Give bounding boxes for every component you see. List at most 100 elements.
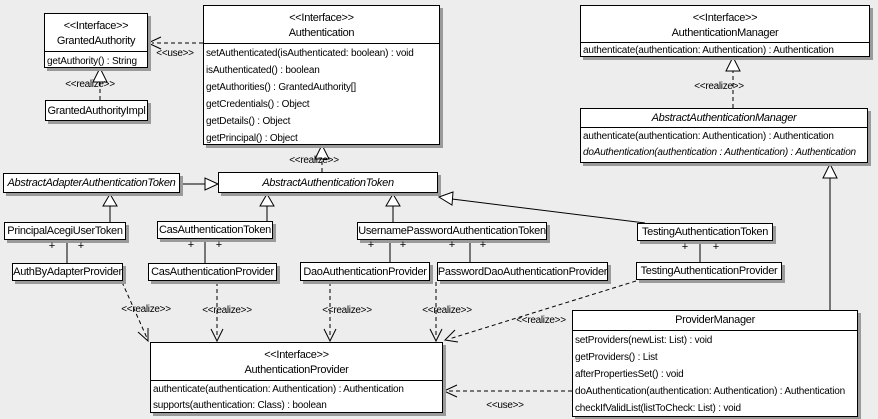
association-end-plus: + xyxy=(479,239,487,251)
realize-label: <<realize>> xyxy=(65,79,115,90)
realize-label: <<realize>> xyxy=(289,155,339,166)
stereotype-label: <<Interface>> xyxy=(264,349,329,361)
class-auth-by-adapter-provider[interactable]: AuthByAdapterProvider xyxy=(12,263,123,281)
class-name: CasAuthenticationProvider xyxy=(151,266,274,278)
realize-label: <<realize>> xyxy=(694,81,744,92)
realization-abstract-token-authentication xyxy=(314,143,330,172)
realization-auth-by-adapter-provider xyxy=(121,281,149,343)
class-authentication-provider[interactable]: <<Interface>> AuthenticationProvider aut… xyxy=(150,342,443,413)
class-name: ProviderManager xyxy=(675,314,755,326)
generalization-adapter-token-to-abstract-token xyxy=(180,177,220,191)
class-name: Authentication xyxy=(288,27,355,39)
stereotype-label: <<Interface>> xyxy=(63,20,129,32)
class-principal-acegi-user-token[interactable]: PrincipalAcegiUserToken xyxy=(4,222,126,240)
class-header: <<Interface>> GrantedAuthority xyxy=(45,14,147,51)
class-authentication[interactable]: <<Interface>> Authentication setAuthenti… xyxy=(203,5,440,145)
method: setAuthenticated(isAuthenticated: boolea… xyxy=(206,48,414,59)
class-name: TestingAuthenticationToken xyxy=(641,226,769,238)
class-name: GrantedAuthority xyxy=(56,35,136,47)
class-cas-authentication-token[interactable]: CasAuthenticationToken xyxy=(157,221,273,239)
method: doAuthentication(authentication: Authent… xyxy=(575,386,845,397)
use-label: <<use>> xyxy=(156,48,194,59)
method: getAuthorities() : GrantedAuthority[] xyxy=(206,82,356,93)
method: getAuthority() : String xyxy=(47,56,137,67)
method-compartment: authenticate(authentication: Authenticat… xyxy=(581,127,867,161)
class-provider-manager[interactable]: ProviderManager setProviders(newList: Li… xyxy=(572,310,858,417)
class-header: <<Interface>> Authentication xyxy=(204,6,439,43)
method: isAuthenticated() : boolean xyxy=(206,65,320,76)
realize-label: <<realize>> xyxy=(322,305,372,316)
class-name: TestingAuthenticationProvider xyxy=(640,265,778,277)
class-name: AuthByAdapterProvider xyxy=(13,266,122,278)
dependency-provider-manager-use-authentication-provider xyxy=(442,384,572,398)
realization-testing-authentication-provider xyxy=(443,280,637,343)
realize-label: <<realize>> xyxy=(202,305,252,316)
association-end-plus: + xyxy=(367,239,375,251)
class-name: DaoAuthenticationProvider xyxy=(303,265,427,278)
stereotype-label: <<Interface>> xyxy=(289,12,354,24)
realization-granted-authority-impl xyxy=(92,66,108,100)
association-end-plus: + xyxy=(448,239,456,251)
stereotype-label: <<Interface>> xyxy=(692,12,758,24)
association-end-plus: + xyxy=(48,240,56,252)
association-end-plus: + xyxy=(77,240,85,252)
generalization-provider-manager xyxy=(822,162,838,310)
class-name: UsernamePasswordAuthenticationToken xyxy=(358,225,546,237)
class-name: GrantedAuthorityImpl xyxy=(47,104,146,117)
class-testing-authentication-token[interactable]: TestingAuthenticationToken xyxy=(637,223,773,241)
method-compartment: authenticate(authentication: Authenticat… xyxy=(581,42,869,56)
realize-label: <<realize>> xyxy=(422,305,472,316)
association-end-plus: + xyxy=(187,239,195,251)
class-password-dao-authentication-provider[interactable]: PasswordDaoAuthenticationProvider xyxy=(437,262,608,281)
class-cas-authentication-provider[interactable]: CasAuthenticationProvider xyxy=(148,263,277,281)
class-name: PrincipalAcegiUserToken xyxy=(7,225,123,237)
class-name: AbstractAuthenticationManager xyxy=(651,112,797,124)
generalization-principal-token xyxy=(102,193,118,222)
association-end-plus: + xyxy=(215,239,223,251)
method: getProviders() : List xyxy=(575,352,658,363)
realization-password-dao-authentication-provider xyxy=(429,282,443,343)
method: getDetails() : Object xyxy=(206,116,291,127)
class-abstract-adapter-authentication-token[interactable]: AbstractAdapterAuthenticationToken xyxy=(3,173,180,193)
association-end-plus: + xyxy=(712,241,720,253)
class-header: <<Interface>> AuthenticationManager xyxy=(581,6,869,42)
method: authenticate(authentication: Authenticat… xyxy=(583,45,834,56)
class-name: AuthenticationManager xyxy=(671,27,779,39)
class-name: AbstractAuthenticationToken xyxy=(262,176,394,189)
use-label: <<use>> xyxy=(486,400,524,411)
dependency-authentication-use-granted-authority xyxy=(146,36,203,50)
class-granted-authority-impl[interactable]: GrantedAuthorityImpl xyxy=(45,100,148,121)
method: afterPropertiesSet() : void xyxy=(575,369,684,380)
realization-abstract-authentication-manager xyxy=(725,55,741,108)
realization-cas-authentication-provider xyxy=(210,282,224,343)
class-testing-authentication-provider[interactable]: TestingAuthenticationProvider xyxy=(636,262,782,280)
method: authenticate(authentication: Authenticat… xyxy=(583,131,834,142)
realize-label: <<realize>> xyxy=(121,304,171,315)
class-abstract-authentication-manager[interactable]: AbstractAuthenticationManager authentica… xyxy=(580,108,868,163)
method: getPrincipal() : Object xyxy=(206,133,298,144)
method: checkIfValidList(listToCheck: List) : vo… xyxy=(575,403,741,414)
method: setProviders(newList: List) : void xyxy=(575,335,713,346)
method-compartment: authenticate(authentication: Authenticat… xyxy=(151,380,442,412)
class-granted-authority[interactable]: <<Interface>> GrantedAuthority getAuthor… xyxy=(44,13,148,68)
class-authentication-manager[interactable]: <<Interface>> AuthenticationManager auth… xyxy=(580,5,870,57)
association-end-plus: + xyxy=(399,239,407,251)
method: getCredentials() : Object xyxy=(206,99,310,110)
realize-label: <<realize>> xyxy=(516,315,566,326)
generalization-cas-token xyxy=(259,193,275,221)
class-abstract-authentication-token[interactable]: AbstractAuthenticationToken xyxy=(218,172,438,193)
class-dao-authentication-provider[interactable]: DaoAuthenticationProvider xyxy=(300,262,430,281)
class-name: CasAuthenticationToken xyxy=(158,224,272,236)
method: supports(authentication: Class) : boolea… xyxy=(153,400,327,411)
generalization-username-password-token xyxy=(385,193,401,222)
method-compartment: getAuthority() : String xyxy=(45,51,147,67)
method: doAuthentication(authentication : Authen… xyxy=(583,147,856,158)
class-header: <<Interface>> AuthenticationProvider xyxy=(151,343,442,380)
association-end-plus: + xyxy=(681,241,689,253)
class-name: PasswordDaoAuthenticationProvider xyxy=(437,265,608,278)
class-username-password-authentication-token[interactable]: UsernamePasswordAuthenticationToken xyxy=(357,222,547,240)
realization-dao-authentication-provider xyxy=(323,282,337,343)
method-compartment: setAuthenticated(isAuthenticated: boolea… xyxy=(204,43,439,144)
